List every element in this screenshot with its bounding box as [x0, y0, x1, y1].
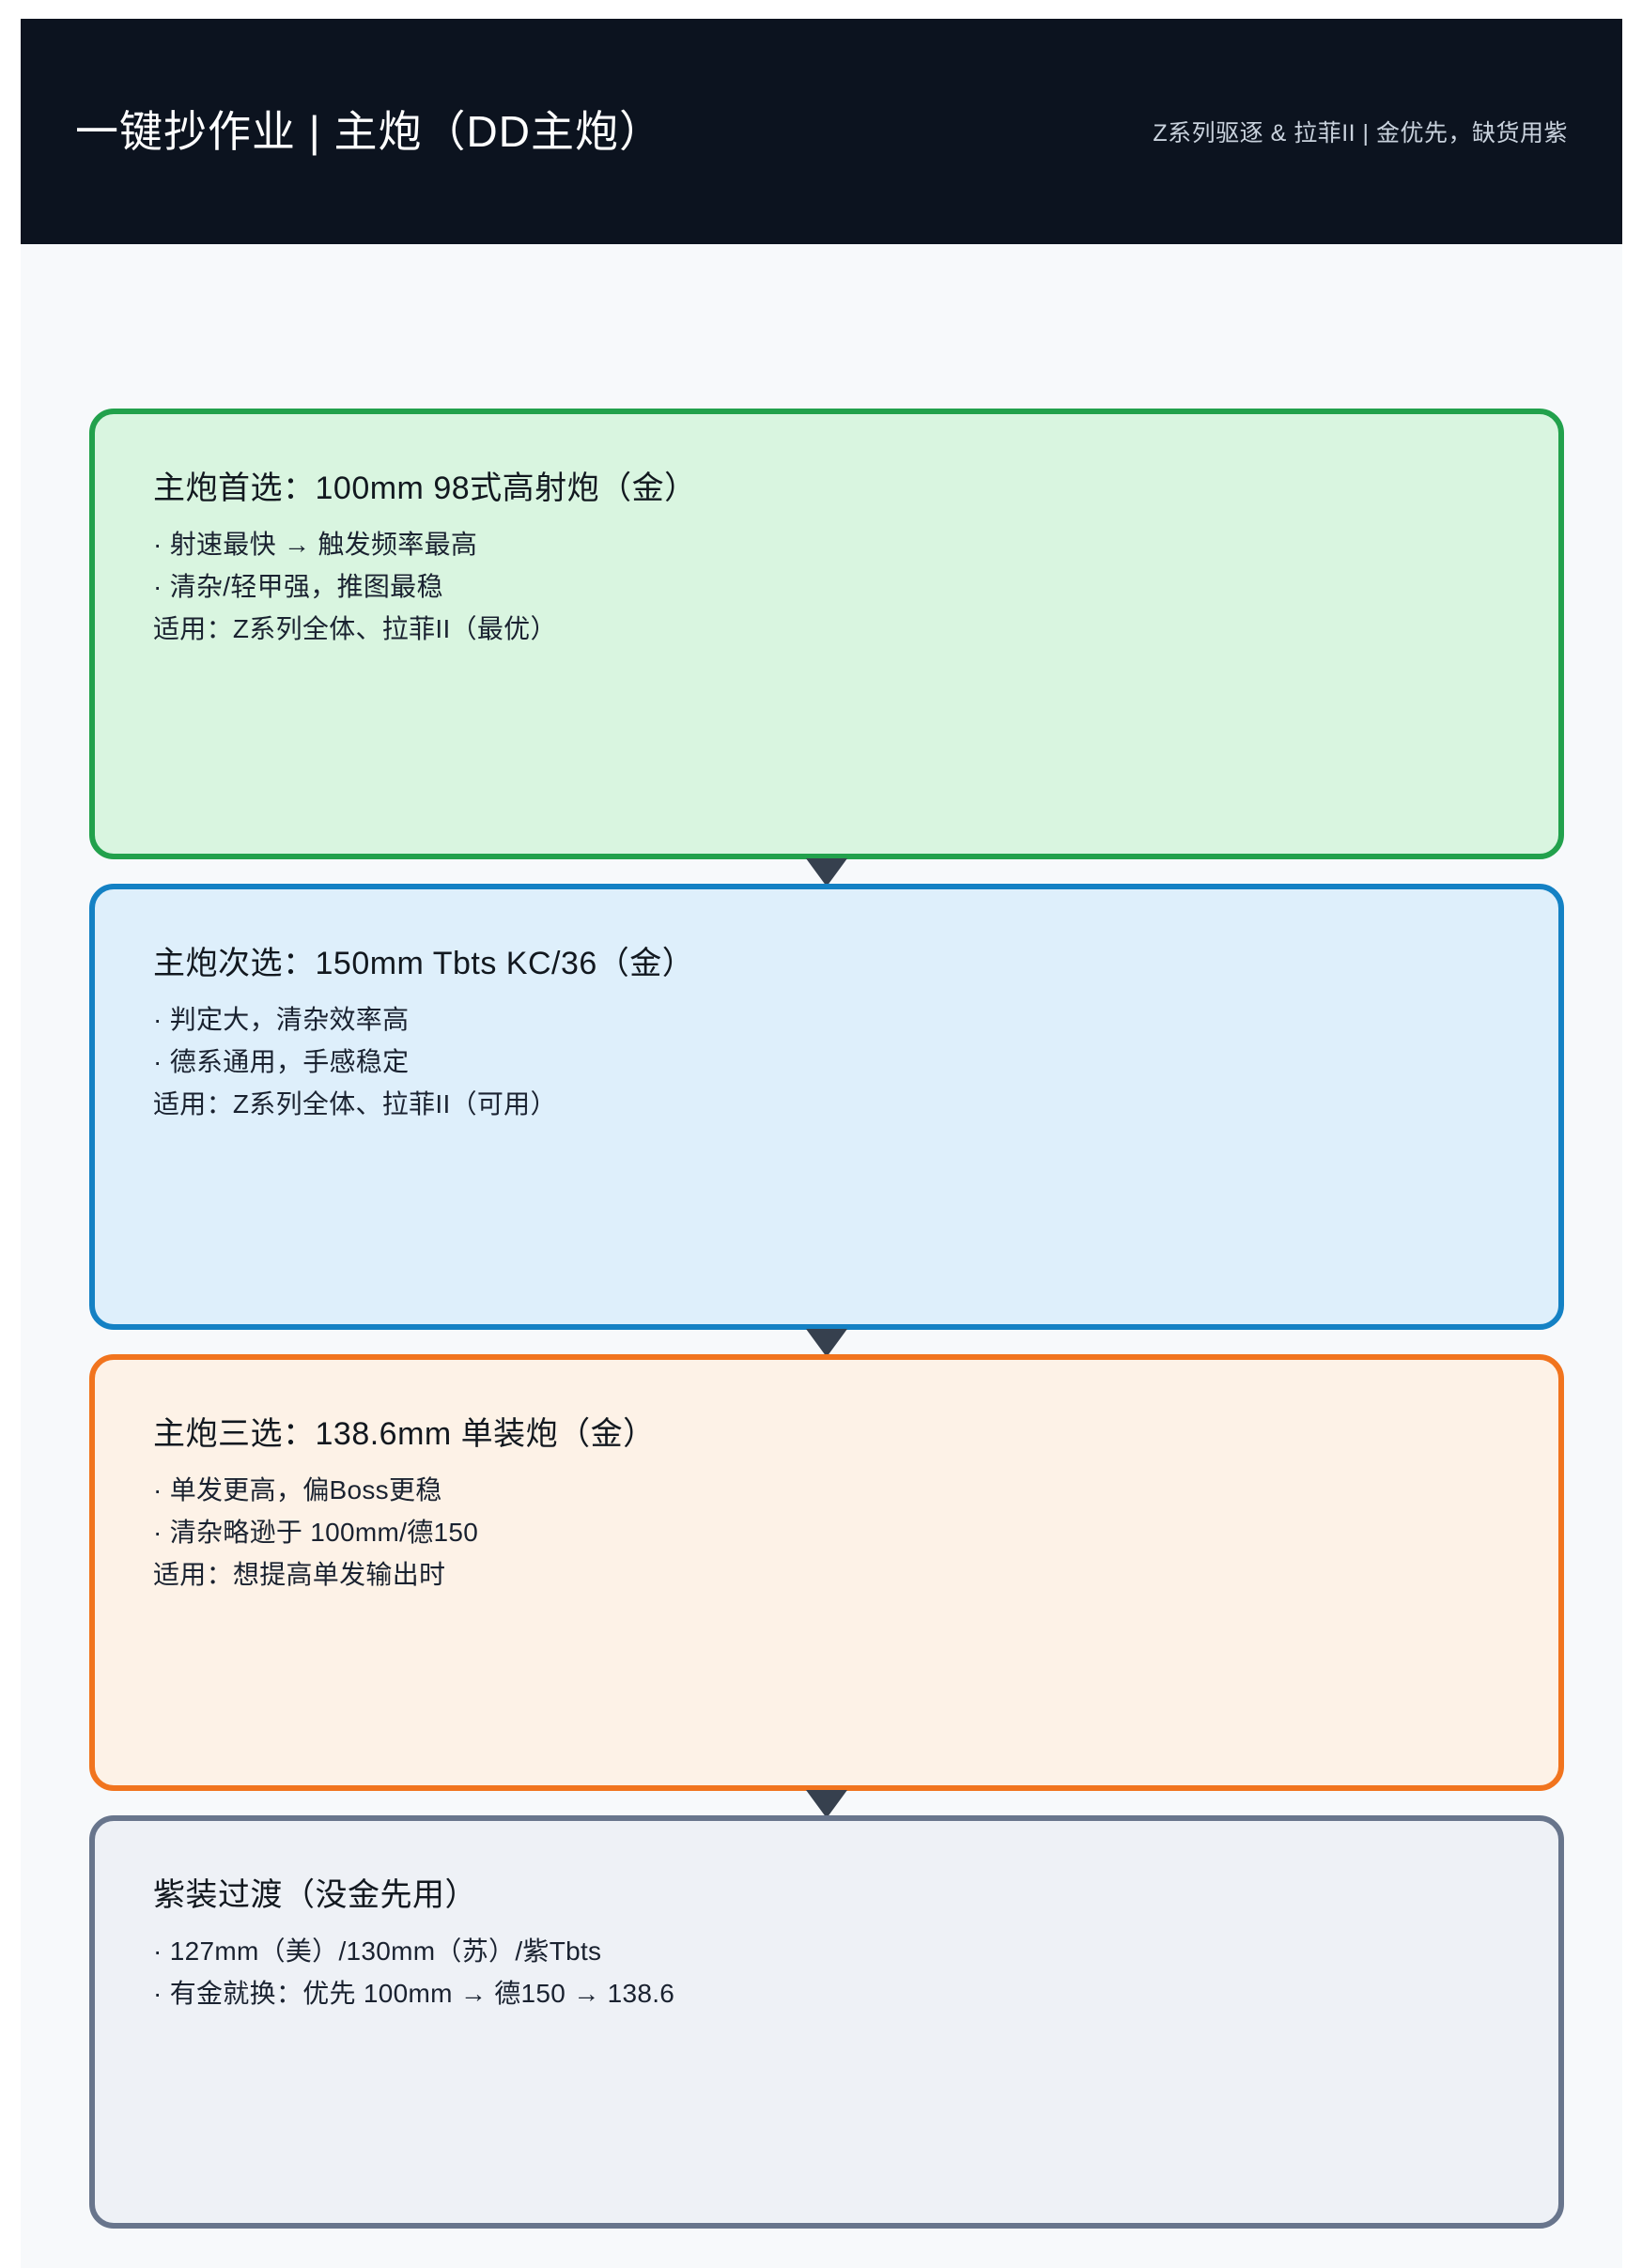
- card-title: 主炮首选：100mm 98式高射炮（金）: [153, 471, 697, 506]
- card-title: 紫装过渡（没金先用）: [153, 1877, 477, 1913]
- card-third-choice: 主炮三选：138.6mm 单装炮（金） · 单发更高，偏Boss更稳 · 清杂略…: [89, 1354, 1564, 1791]
- card-title: 主炮三选：138.6mm 单装炮（金）: [153, 1416, 656, 1452]
- arrow-down-icon: [806, 858, 847, 887]
- card-line: · 有金就换：优先 100mm → 德150 → 138.6: [153, 1978, 675, 2008]
- card-second-choice: 主炮次选：150mm Tbts KC/36（金） · 判定大，清杂效率高 · 德…: [89, 884, 1564, 1330]
- card-purple-transition: 紫装过渡（没金先用） · 127mm（美）/130mm（苏）/紫Tbts · 有…: [89, 1815, 1564, 2229]
- page-header: 一键抄作业 | 主炮（DD主炮） Z系列驱逐 & 拉菲II | 金优先，缺货用紫: [21, 19, 1622, 244]
- connector-3: [89, 1790, 1564, 1818]
- card-primary-choice: 主炮首选：100mm 98式高射炮（金） · 射速最快 → 触发频率最高 · 清…: [89, 409, 1564, 859]
- card-line: · 德系通用，手感稳定: [153, 1046, 410, 1076]
- arrow-down-icon: [806, 1790, 847, 1818]
- card-line-list: · 射速最快 → 触发频率最高 · 清杂/轻甲强，推图最稳 适用：Z系列全体、拉…: [153, 523, 1500, 651]
- card-line-list: · 判定大，清杂效率高 · 德系通用，手感稳定 适用：Z系列全体、拉菲II（可用…: [153, 998, 1500, 1126]
- card-line: · 判定大，清杂效率高: [153, 1004, 410, 1034]
- card-line-list: · 127mm（美）/130mm（苏）/紫Tbts · 有金就换：优先 100m…: [153, 1930, 1500, 2015]
- card-line: · 清杂略逊于 100mm/德150: [153, 1517, 479, 1547]
- recommendation-flow: 主炮首选：100mm 98式高射炮（金） · 射速最快 → 触发频率最高 · 清…: [89, 409, 1564, 2229]
- connector-2: [89, 1329, 1564, 1357]
- page-subtitle: Z系列驱逐 & 拉菲II | 金优先，缺货用紫: [1153, 120, 1568, 147]
- card-line: 适用：Z系列全体、拉菲II（最优）: [153, 614, 557, 644]
- card-line: 适用：想提高单发输出时: [153, 1560, 446, 1590]
- connector-1: [89, 858, 1564, 887]
- page-title: 一键抄作业 | 主炮（DD主炮）: [75, 106, 663, 156]
- arrow-down-icon: [806, 1329, 847, 1357]
- card-line: · 射速最快 → 触发频率最高: [153, 529, 478, 559]
- card-line: · 清杂/轻甲强，推图最稳: [153, 571, 443, 601]
- card-title: 主炮次选：150mm Tbts KC/36（金）: [153, 946, 695, 981]
- card-line-list: · 单发更高，偏Boss更稳 · 清杂略逊于 100mm/德150 适用：想提高…: [153, 1469, 1500, 1597]
- card-line: · 单发更高，偏Boss更稳: [153, 1474, 442, 1504]
- card-line: · 127mm（美）/130mm（苏）/紫Tbts: [153, 1936, 602, 1966]
- card-line: 适用：Z系列全体、拉菲II（可用）: [153, 1089, 557, 1119]
